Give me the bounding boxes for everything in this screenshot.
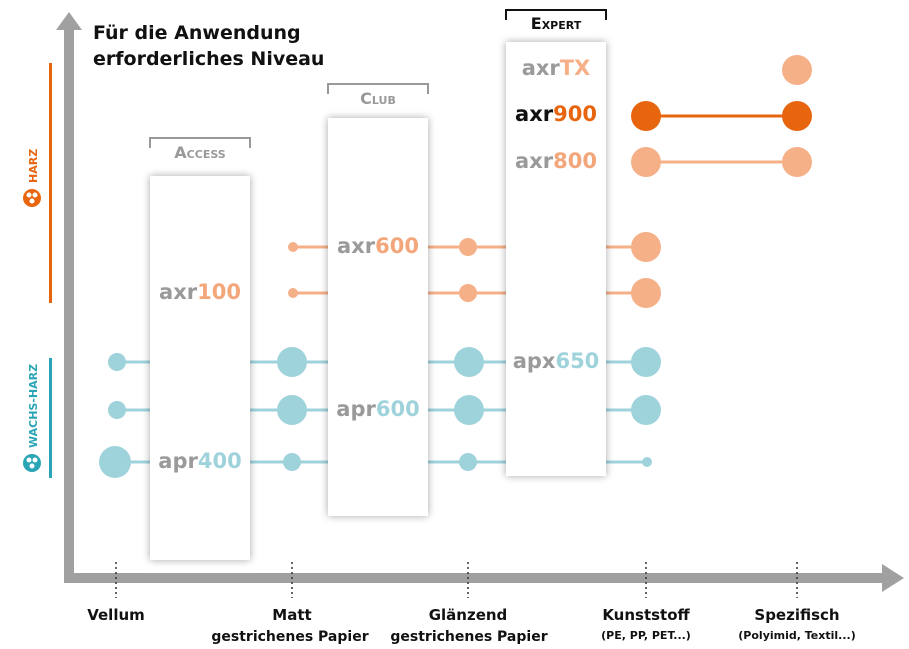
harz-icon xyxy=(23,189,41,207)
dot-kunst-r1 xyxy=(631,347,661,377)
wachs-harz-bracket xyxy=(49,358,52,478)
product-apr400: apr400 xyxy=(158,449,241,473)
category-glanzend: Glänzend xyxy=(429,606,508,624)
dot-matt-r3 xyxy=(283,453,301,471)
dot-spez-axr900 xyxy=(782,101,812,131)
dot-vellum-r3 xyxy=(99,446,131,478)
y-axis-arrow xyxy=(56,12,82,30)
access-bracket xyxy=(149,137,251,148)
category-ticks xyxy=(115,562,798,598)
tier-expert-label: Expert xyxy=(531,14,582,33)
x-axis xyxy=(64,573,886,583)
dot-kunst-h2 xyxy=(631,278,661,308)
expert-panel xyxy=(506,42,606,476)
dot-glanz-r2 xyxy=(454,395,484,425)
chart-title-line2: erforderliches Niveau xyxy=(93,48,324,70)
category-kunststoff: Kunststoff xyxy=(602,606,690,624)
dot-kunst-axr800 xyxy=(631,147,661,177)
club-panel xyxy=(328,118,428,516)
category-matt: Matt xyxy=(272,606,311,624)
category-matt-sub: gestrichenes Papier xyxy=(211,629,368,645)
category-spezifisch: Spezifisch xyxy=(754,606,839,624)
tier-club-label: Club xyxy=(360,89,396,108)
dot-spez-axr800 xyxy=(782,147,812,177)
dot-kunst-h1 xyxy=(631,232,661,262)
y-axis xyxy=(64,26,74,582)
product-apx650: apx650 xyxy=(513,349,600,373)
wachs-harz-label: WACHS-HARZ xyxy=(27,364,40,448)
dot-glanz-r1 xyxy=(454,347,484,377)
dot-matt-r1 xyxy=(277,347,307,377)
dot-matt-r2 xyxy=(277,395,307,425)
dot-glanz-h1 xyxy=(459,238,477,256)
dot-kunst-r3 xyxy=(642,457,652,467)
chart-title-line1: Für die Anwendung xyxy=(93,22,301,44)
category-glanzend-sub: gestrichenes Papier xyxy=(390,629,547,645)
category-vellum: Vellum xyxy=(87,606,145,624)
category-kunststoff-sub: (PE, PP, PET...) xyxy=(601,629,691,642)
dot-kunst-r2 xyxy=(631,395,661,425)
product-apr600: apr600 xyxy=(336,397,419,421)
tier-access-label: Access xyxy=(174,143,225,162)
dot-matt-h1 xyxy=(288,242,298,252)
harz-bracket xyxy=(49,63,52,303)
dot-glanz-h2 xyxy=(459,284,477,302)
product-axr600: axr600 xyxy=(337,234,419,258)
product-axr800: axr800 xyxy=(515,149,597,173)
dots xyxy=(99,55,812,478)
dot-matt-h2 xyxy=(288,288,298,298)
category-spezifisch-sub: (Polyimid, Textil...) xyxy=(738,629,855,642)
dot-spez-axrtx xyxy=(782,55,812,85)
harz-label: HARZ xyxy=(27,149,40,183)
x-axis-arrow xyxy=(882,564,904,592)
dot-kunst-axr900 xyxy=(631,101,661,131)
access-panel xyxy=(150,176,250,560)
wachs-harz-icon xyxy=(23,454,41,472)
product-axr100: axr100 xyxy=(159,280,241,304)
dot-glanz-r3 xyxy=(459,453,477,471)
product-axr900: axr900 xyxy=(515,102,597,126)
product-axrtx: axrTX xyxy=(522,56,591,80)
club-bracket xyxy=(327,83,429,94)
dot-vellum-r2 xyxy=(108,401,126,419)
expert-bracket xyxy=(505,9,607,20)
dot-vellum-r1 xyxy=(108,353,126,371)
